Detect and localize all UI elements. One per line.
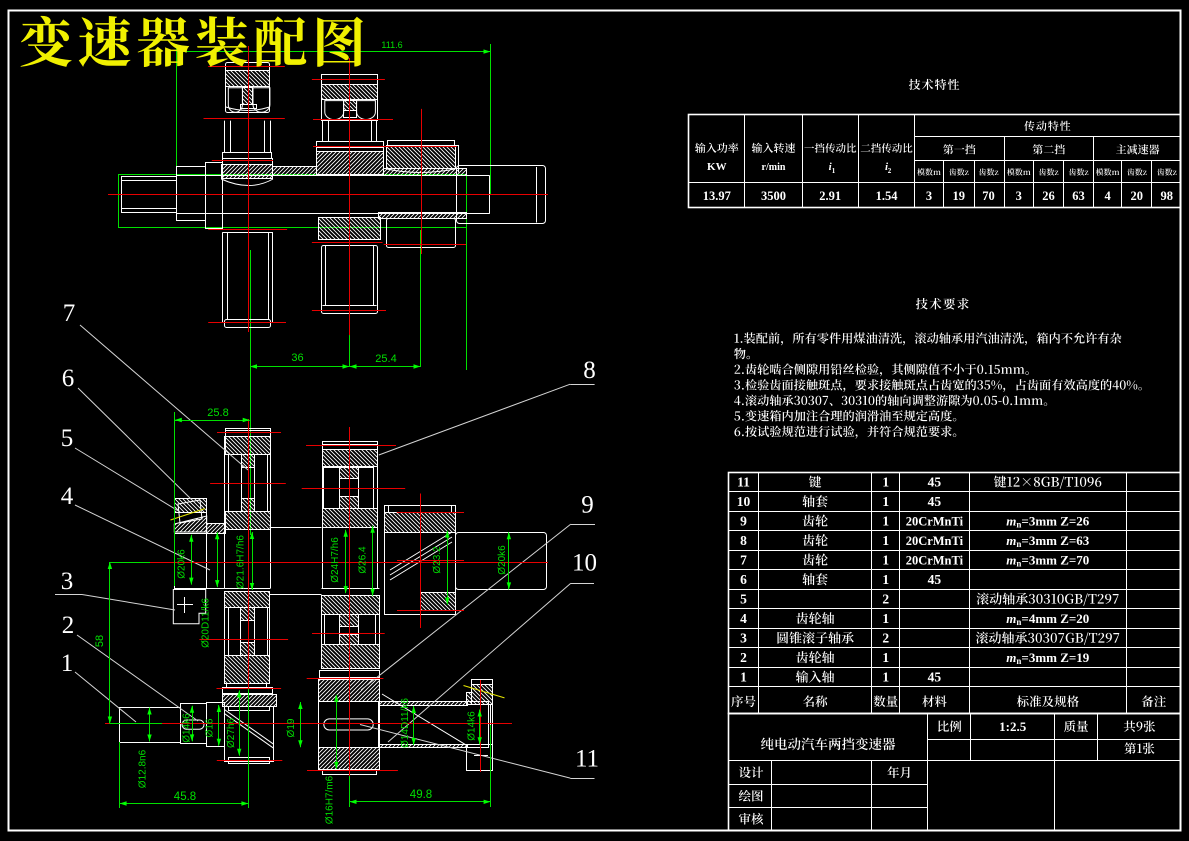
svg-text:10: 10 bbox=[737, 494, 751, 509]
svg-text:11: 11 bbox=[575, 745, 599, 772]
svg-text:mn=3mm Z=63: mn=3mm Z=63 bbox=[1006, 533, 1090, 549]
svg-text:7: 7 bbox=[63, 300, 76, 327]
svg-text:10: 10 bbox=[572, 550, 597, 577]
svg-text:Ø16: Ø16 bbox=[205, 718, 216, 737]
svg-text:Ø12.8n6: Ø12.8n6 bbox=[138, 749, 149, 788]
svg-text:Ø20D11/k6: Ø20D11/k6 bbox=[201, 598, 212, 648]
svg-text:1: 1 bbox=[882, 475, 889, 490]
svg-text:58: 58 bbox=[94, 635, 106, 647]
svg-text:1.54: 1.54 bbox=[876, 189, 899, 203]
svg-text:45: 45 bbox=[928, 670, 942, 685]
svg-text:3: 3 bbox=[740, 631, 747, 646]
svg-text:20CrMnTi: 20CrMnTi bbox=[906, 534, 964, 548]
svg-text:98: 98 bbox=[1160, 189, 1173, 203]
svg-text:25.4: 25.4 bbox=[375, 353, 396, 365]
svg-text:4: 4 bbox=[61, 483, 74, 510]
svg-text:1: 1 bbox=[882, 611, 889, 626]
svg-text:8: 8 bbox=[740, 533, 747, 548]
svg-text:Ø21.6H7/h6: Ø21.6H7/h6 bbox=[236, 535, 247, 589]
svg-text:26: 26 bbox=[1042, 189, 1055, 203]
svg-text:45: 45 bbox=[928, 475, 942, 490]
svg-text:3: 3 bbox=[61, 568, 74, 595]
svg-text:8: 8 bbox=[583, 357, 596, 384]
svg-text:1: 1 bbox=[882, 670, 889, 685]
svg-text:KW: KW bbox=[707, 161, 727, 173]
svg-text:1: 1 bbox=[832, 167, 836, 175]
svg-text:1: 1 bbox=[882, 494, 889, 509]
svg-text:Ø14D11/k6: Ø14D11/k6 bbox=[400, 698, 411, 748]
svg-text:Ø20k6: Ø20k6 bbox=[177, 549, 188, 579]
svg-text:mn=4mm Z=20: mn=4mm Z=20 bbox=[1006, 611, 1089, 627]
svg-text:i: i bbox=[829, 161, 833, 173]
svg-text:45.8: 45.8 bbox=[174, 791, 196, 803]
svg-text:111.6: 111.6 bbox=[381, 40, 402, 50]
svg-text:Ø14k6: Ø14k6 bbox=[466, 711, 477, 741]
svg-text:2: 2 bbox=[740, 650, 747, 665]
svg-text:1:2.5: 1:2.5 bbox=[999, 719, 1027, 734]
svg-text:Ø24H7/h6: Ø24H7/h6 bbox=[330, 537, 341, 583]
svg-text:1: 1 bbox=[882, 650, 889, 665]
svg-text:1: 1 bbox=[882, 553, 889, 568]
svg-text:45: 45 bbox=[928, 572, 942, 587]
svg-text:i: i bbox=[885, 161, 889, 173]
svg-text:20: 20 bbox=[1131, 189, 1144, 203]
svg-text:mn=3mm Z=26: mn=3mm Z=26 bbox=[1006, 514, 1090, 530]
svg-text:19: 19 bbox=[952, 189, 965, 203]
svg-text:2: 2 bbox=[882, 592, 889, 607]
svg-text:49.8: 49.8 bbox=[410, 789, 432, 801]
svg-text:6: 6 bbox=[62, 365, 75, 392]
svg-text:2: 2 bbox=[882, 631, 889, 646]
svg-text:Ø27h6: Ø27h6 bbox=[226, 718, 237, 748]
svg-text:9: 9 bbox=[581, 492, 594, 519]
svg-text:Ø26.4: Ø26.4 bbox=[358, 546, 369, 574]
svg-text:5: 5 bbox=[61, 425, 74, 452]
svg-text:2.91: 2.91 bbox=[819, 189, 841, 203]
svg-text:Ø19: Ø19 bbox=[286, 718, 297, 737]
svg-text:4: 4 bbox=[1104, 189, 1111, 203]
svg-text:mn=3mm Z=70: mn=3mm Z=70 bbox=[1006, 553, 1089, 569]
svg-text:6: 6 bbox=[740, 572, 747, 587]
svg-text:Ø14k6: Ø14k6 bbox=[182, 713, 193, 743]
svg-text:2: 2 bbox=[888, 167, 892, 175]
svg-text:7: 7 bbox=[740, 553, 747, 568]
svg-text:45: 45 bbox=[928, 494, 942, 509]
svg-text:20CrMnTi: 20CrMnTi bbox=[906, 554, 964, 568]
svg-text:4: 4 bbox=[740, 611, 747, 626]
svg-text:3: 3 bbox=[1016, 189, 1022, 203]
svg-text:13.97: 13.97 bbox=[703, 189, 731, 203]
svg-text:1: 1 bbox=[882, 572, 889, 587]
svg-text:1: 1 bbox=[882, 514, 889, 529]
svg-text:Ø20k6: Ø20k6 bbox=[497, 545, 508, 575]
svg-text:3500: 3500 bbox=[761, 189, 786, 203]
svg-text:1: 1 bbox=[882, 533, 889, 548]
svg-text:1: 1 bbox=[740, 670, 747, 685]
svg-text:1: 1 bbox=[61, 650, 74, 677]
svg-text:2: 2 bbox=[62, 612, 75, 639]
svg-text:9: 9 bbox=[740, 514, 747, 529]
svg-text:25.8: 25.8 bbox=[207, 407, 228, 419]
svg-text:70: 70 bbox=[982, 189, 995, 203]
svg-text:mn=3mm Z=19: mn=3mm Z=19 bbox=[1006, 650, 1090, 666]
svg-text:20CrMnTi: 20CrMnTi bbox=[906, 515, 964, 529]
svg-text:Ø23.2: Ø23.2 bbox=[432, 546, 443, 574]
svg-text:63: 63 bbox=[1072, 189, 1085, 203]
svg-text:3: 3 bbox=[926, 189, 932, 203]
svg-text:5: 5 bbox=[740, 592, 747, 607]
svg-text:Ø16H7/m6: Ø16H7/m6 bbox=[325, 775, 336, 824]
svg-text:36: 36 bbox=[291, 352, 303, 364]
svg-text:11: 11 bbox=[737, 475, 750, 490]
svg-text:r/min: r/min bbox=[762, 162, 786, 173]
